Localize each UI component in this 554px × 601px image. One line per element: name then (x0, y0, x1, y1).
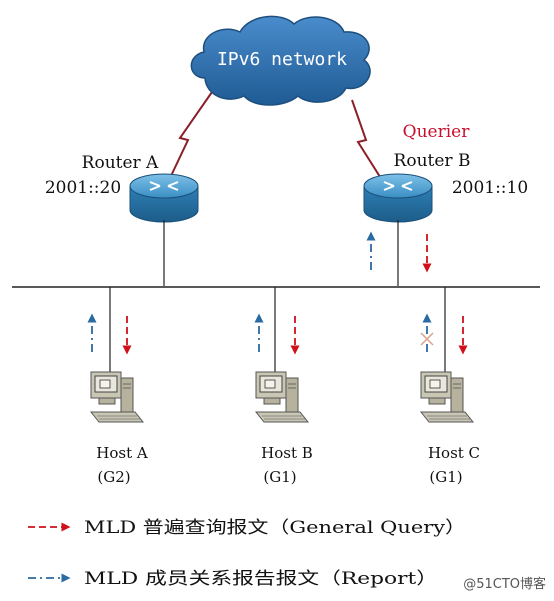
cloud-label: IPv6 network (217, 49, 347, 70)
legend: MLD 普遍查询报文（General Query） MLD 成员关系报告报文（R… (28, 518, 466, 589)
host-b-name: Host B (261, 444, 313, 462)
host-b-computer-icon (255, 371, 309, 423)
router-arrows-icon (383, 181, 413, 191)
router-a (129, 173, 199, 223)
router-b-address: 2001::10 (452, 178, 528, 198)
router-arrows-icon (149, 181, 179, 191)
host-c-computer-icon (420, 371, 474, 423)
wan-link-router-b (351, 99, 383, 181)
host-a-group: (G2) (97, 468, 130, 486)
suppressed-report-cross-icon (420, 332, 434, 346)
host-c-name: Host C (428, 444, 480, 462)
legend-general-query: MLD 普遍查询报文（General Query） (84, 518, 466, 538)
watermark: @51CTO博客 (463, 576, 546, 592)
ipv6-network-cloud: IPv6 network (190, 15, 371, 106)
legend-report: MLD 成员关系报告报文（Report） (84, 569, 438, 589)
host-a-computer-icon (90, 371, 144, 423)
router-a-address: 2001::20 (45, 178, 121, 198)
router-b-role: Querier (403, 122, 471, 142)
router-b (363, 173, 433, 223)
host-b-group: (G1) (263, 468, 296, 486)
host-c-group: (G1) (429, 468, 462, 486)
router-a-name: Router A (82, 153, 159, 173)
wan-link-router-a (169, 91, 213, 179)
host-a-name: Host A (96, 444, 148, 462)
router-b-name: Router B (394, 151, 471, 171)
